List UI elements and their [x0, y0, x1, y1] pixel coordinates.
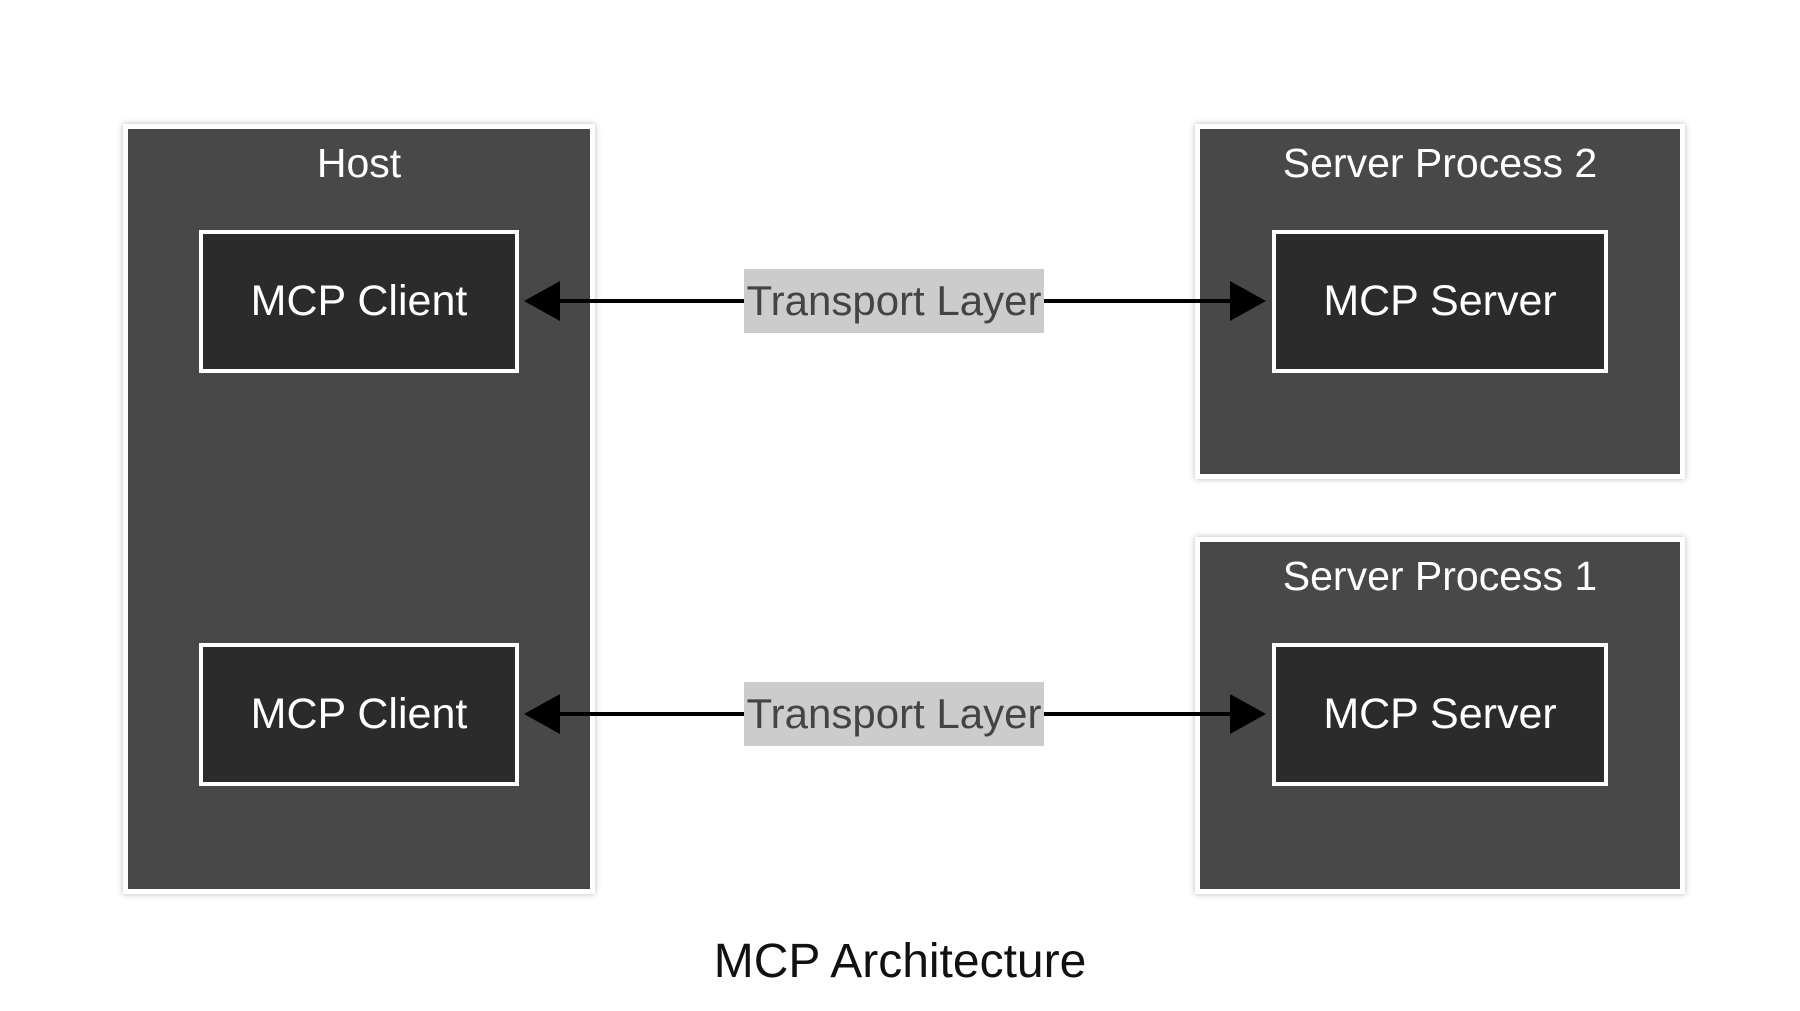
- server-process-1-title: Server Process 1: [1282, 553, 1598, 599]
- mcp-server-node-bottom: MCP Server: [1272, 643, 1608, 786]
- diagram-caption: MCP Architecture: [713, 935, 1087, 988]
- mcp-client-node-top: MCP Client: [199, 230, 519, 373]
- mcp-server-node-top: MCP Server: [1272, 230, 1608, 373]
- host-title: Host: [316, 140, 402, 186]
- transport-layer-label-top: Transport Layer: [744, 269, 1044, 333]
- transport-layer-label-bottom: Transport Layer: [744, 682, 1044, 746]
- mcp-client-node-bottom: MCP Client: [199, 643, 519, 786]
- server-process-2-title: Server Process 2: [1282, 140, 1598, 186]
